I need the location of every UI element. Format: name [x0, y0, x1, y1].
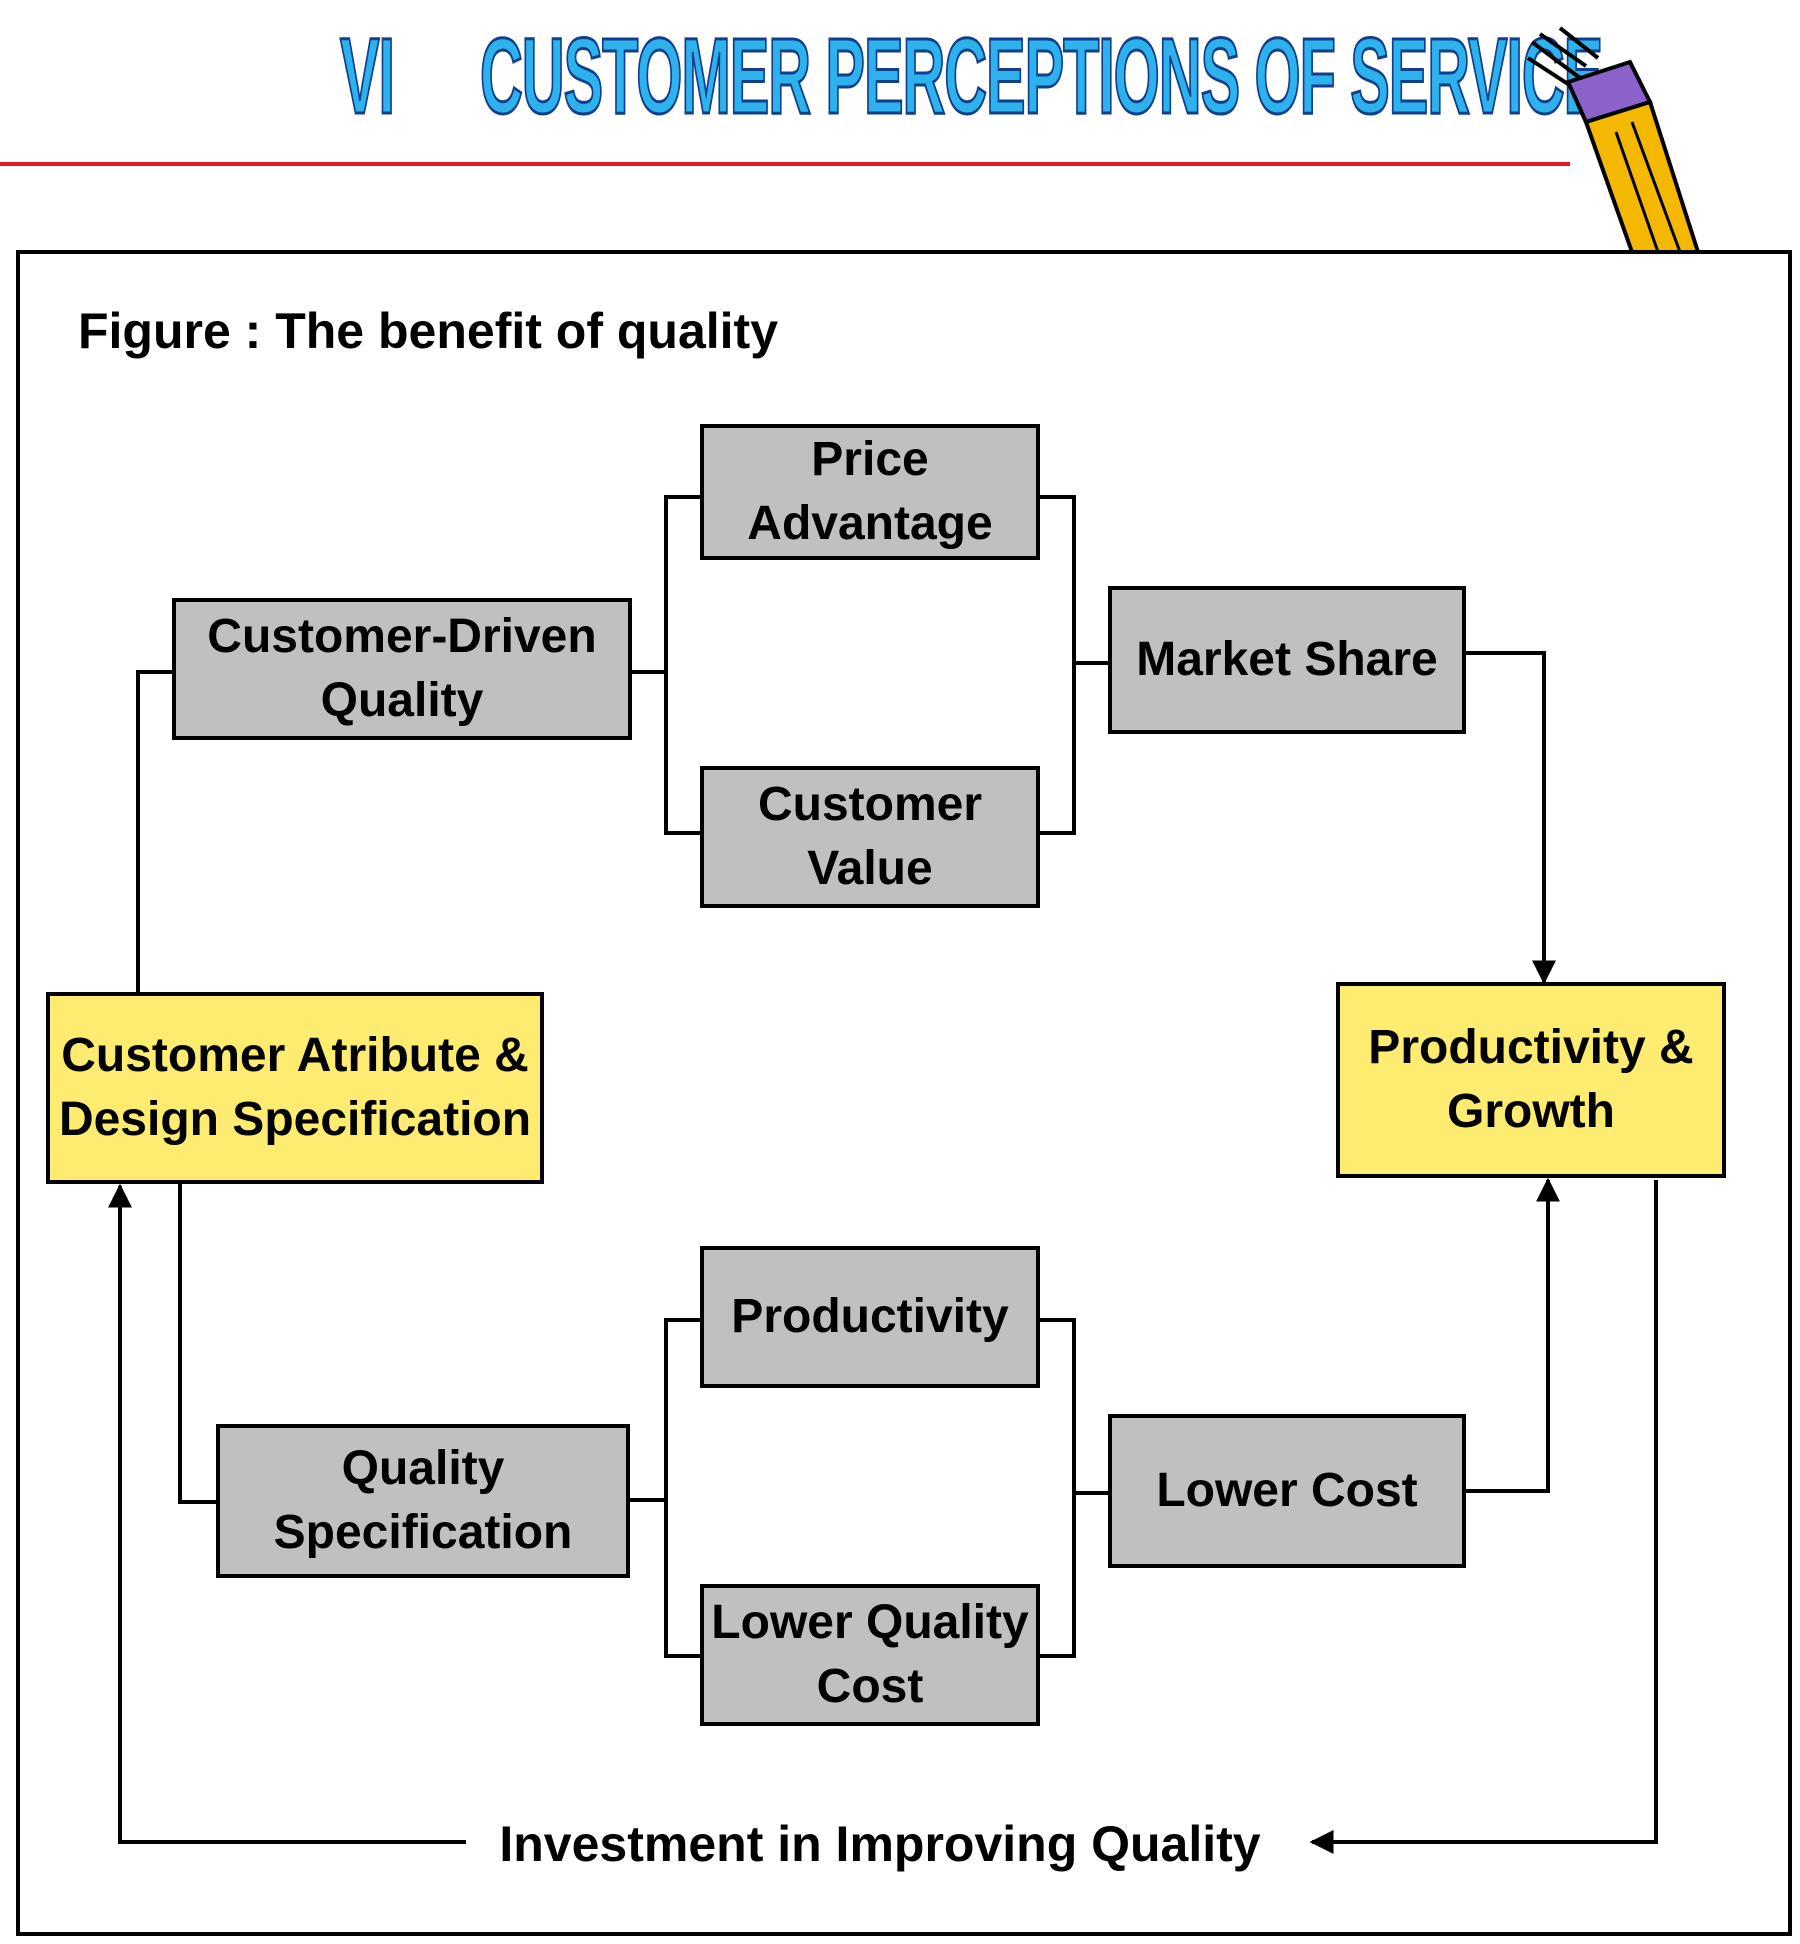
title-text: CUSTOMER PERCEPTIONS OF SERVICE — [479, 15, 1604, 136]
figure-caption: Figure : The benefit of quality — [78, 303, 778, 359]
section-number: VI — [339, 15, 396, 136]
header-rule — [0, 162, 1570, 166]
feedback-label: Investment in Improving Quality — [470, 1812, 1290, 1876]
node-customer-value: Customer Value — [700, 766, 1040, 908]
pencil-icon — [1526, 26, 1700, 252]
node-lower-cost: Lower Cost — [1108, 1414, 1466, 1568]
node-customer-driven-quality: Customer-Driven Quality — [172, 598, 632, 740]
node-productivity: Productivity — [700, 1246, 1040, 1388]
node-lower-quality-cost: Lower Quality Cost — [700, 1584, 1040, 1726]
node-quality-specification: Quality Specification — [216, 1424, 630, 1578]
node-productivity-growth: Productivity & Growth — [1336, 982, 1726, 1178]
node-price-advantage: Price Advantage — [700, 424, 1040, 560]
node-market-share: Market Share — [1108, 586, 1466, 734]
node-customer-attribute: Customer Atribute & Design Specification — [46, 992, 544, 1184]
